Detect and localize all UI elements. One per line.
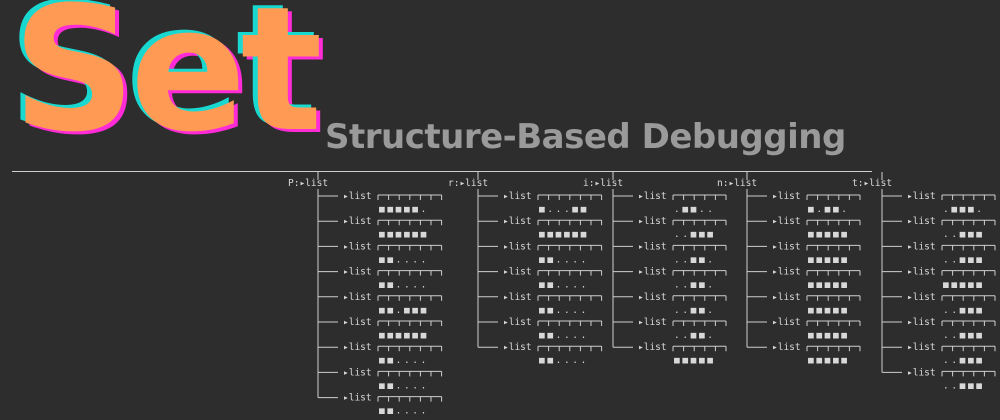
tree-node-label: ▸list (907, 191, 936, 202)
tree-node-label: ▸list (638, 241, 667, 252)
tree-node-label: ▸list (772, 342, 801, 353)
tree-node-label: ▸list (343, 292, 372, 303)
cell-pattern: ■...■■ (539, 204, 589, 215)
cell-pattern: ■■.... (539, 355, 589, 366)
tree-node-label: ▸list (772, 292, 801, 303)
tree-node-label: ▸list (503, 216, 532, 227)
cell-pattern: ■■■■■■ (539, 229, 589, 240)
tree-node-label: ▸list (907, 317, 936, 328)
cell-pattern: ■■.... (539, 305, 589, 316)
tree-node-label: ▸list (907, 292, 936, 303)
cell-pattern: ■■.... (379, 280, 429, 291)
tree-root-label: n:▸list (717, 178, 757, 189)
tree-root-label: i:▸list (583, 178, 623, 189)
cell-pattern: ■■■■■ (808, 229, 850, 240)
tree-node-label: ▸list (638, 267, 667, 278)
cell-pattern: ■■■■■■ (379, 229, 429, 240)
tree-node-label: ▸list (343, 241, 372, 252)
cell-pattern: ■■.... (539, 254, 589, 265)
tree-node-label: ▸list (503, 241, 532, 252)
cell-pattern: ..■■. (674, 254, 716, 265)
cell-pattern: ■■■■■ (808, 355, 850, 366)
tree-node-label: ▸list (343, 393, 372, 404)
cell-pattern: ..■■■ (943, 229, 985, 240)
tree-root-label: t:▸list (852, 178, 892, 189)
tree-node-label: ▸list (772, 267, 801, 278)
cell-pattern: ■■.... (539, 280, 589, 291)
tree-node-label: ▸list (772, 191, 801, 202)
cell-pattern: ..■■■ (943, 254, 985, 265)
header-divider (12, 171, 872, 172)
cell-pattern: ..■■■ (943, 330, 985, 341)
cell-pattern: ..■■■ (943, 305, 985, 316)
tree-node-label: ▸list (638, 191, 667, 202)
cell-pattern: ..■■. (674, 330, 716, 341)
cell-pattern: ■■.... (379, 380, 429, 391)
tree-node-label: ▸list (638, 216, 667, 227)
cell-pattern: ..■■■ (943, 355, 985, 366)
cell-pattern: ..■■■ (943, 380, 985, 391)
tree-node-label: ▸list (343, 342, 372, 353)
cell-pattern: ■■■■■ (808, 330, 850, 341)
tree-root-label: r:▸list (448, 178, 488, 189)
page-subtitle: Structure-Based Debugging (325, 117, 846, 157)
cell-pattern: ..■■■ (674, 229, 716, 240)
tree-node-label: ▸list (638, 342, 667, 353)
cell-pattern: ■.■■. (808, 204, 850, 215)
cell-pattern: .■■.. (674, 204, 716, 215)
cell-pattern: ■■■■■ (943, 280, 985, 291)
cell-pattern: .■■■. (943, 204, 985, 215)
tree-node-label: ▸list (343, 267, 372, 278)
hero-title: Set (12, 0, 323, 170)
tree-node-label: ▸list (503, 267, 532, 278)
tree-node-label: ▸list (772, 241, 801, 252)
cell-pattern: ■■■■■ (808, 254, 850, 265)
tree-node-label: ▸list (343, 317, 372, 328)
tree-node-label: ▸list (772, 317, 801, 328)
cell-pattern: ■■■■■ (808, 280, 850, 291)
cell-pattern: ■■.... (379, 254, 429, 265)
tree-node-label: ▸list (638, 317, 667, 328)
tree-node-label: ▸list (503, 317, 532, 328)
tree-node-label: ▸list (638, 292, 667, 303)
tree-node-label: ▸list (907, 241, 936, 252)
tree-node-label: ▸list (503, 191, 532, 202)
tree-node-label: ▸list (907, 342, 936, 353)
tree-node-label: ▸list (907, 367, 936, 378)
cell-pattern: ■■.... (379, 355, 429, 366)
cell-pattern: ■■■■■. (379, 204, 429, 215)
cell-pattern: ■■■■■■ (379, 330, 429, 341)
tree-node-label: ▸list (907, 267, 936, 278)
tree-root-label: P:▸list (288, 178, 328, 189)
cell-pattern: ..■■. (674, 305, 716, 316)
cell-pattern: ..■■. (674, 280, 716, 291)
cell-pattern: ■■■■■ (808, 305, 850, 316)
cell-pattern: ■■.... (539, 330, 589, 341)
tree-node-label: ▸list (343, 216, 372, 227)
tree-node-label: ▸list (907, 216, 936, 227)
tree-node-label: ▸list (772, 216, 801, 227)
cell-pattern: ■■.■■■ (379, 305, 429, 316)
tree-node-label: ▸list (343, 191, 372, 202)
tree-node-label: ▸list (503, 342, 532, 353)
cell-pattern: ■■.... (379, 406, 429, 417)
cell-pattern: ■■■■■ (674, 355, 716, 366)
tree-node-label: ▸list (343, 367, 372, 378)
tree-node-label: ▸list (503, 292, 532, 303)
